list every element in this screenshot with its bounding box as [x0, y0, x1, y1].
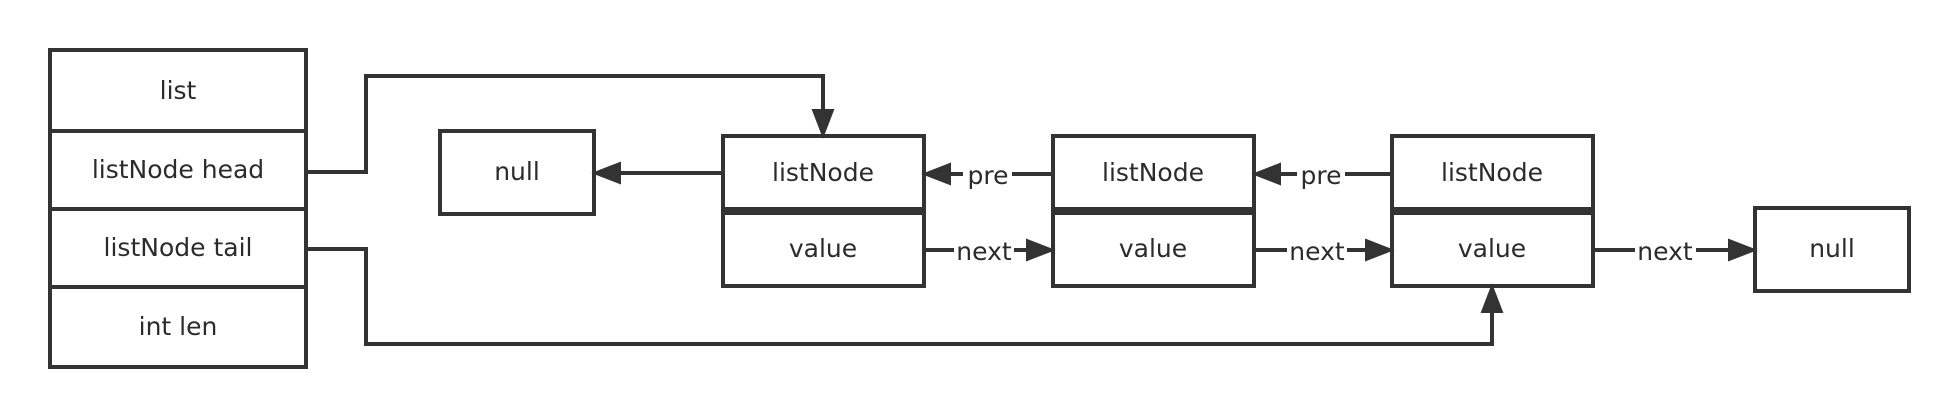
node-3-value: value: [1458, 234, 1526, 263]
pre-edge-1: pre: [921, 161, 1053, 190]
next-edge-3: next: [1593, 237, 1758, 266]
node-3-type: listNode: [1441, 158, 1543, 187]
right-null-box: null: [1753, 206, 1911, 293]
head-arrowhead: [811, 109, 835, 139]
list-len-field: int len: [139, 312, 218, 341]
next-edge-1: next: [924, 237, 1056, 266]
node-1-value: value: [789, 234, 857, 263]
list-title: list: [160, 76, 197, 105]
next-1-arrowhead: [1026, 238, 1056, 262]
pre-2-label: pre: [1301, 161, 1342, 190]
right-null-label: null: [1809, 234, 1855, 263]
left-null-box: null: [438, 129, 596, 216]
node-1-type: listNode: [772, 158, 874, 187]
list-struct: list listNode head listNode tail int len: [48, 48, 308, 369]
pre-1-label: pre: [968, 161, 1009, 190]
list-node-1: listNode value: [721, 134, 926, 288]
right-null-frame: [1753, 206, 1911, 293]
list-node-2: listNode value: [1051, 134, 1256, 288]
node1-to-null-edge: [591, 161, 723, 185]
node1-to-null-arrowhead: [591, 161, 621, 185]
next-1-label: next: [956, 237, 1012, 266]
tail-arrowhead: [1480, 283, 1504, 313]
next-edge-2: next: [1254, 237, 1395, 266]
tail-edge: [306, 247, 1504, 346]
pre-2-arrowhead: [1251, 162, 1281, 186]
pre-edge-2: pre: [1251, 161, 1392, 190]
tail-connector: [306, 247, 1494, 346]
head-connector: [306, 74, 825, 174]
list-tail-field: listNode tail: [104, 233, 253, 262]
left-null-frame: [438, 129, 596, 216]
node-2-value: value: [1119, 234, 1187, 263]
next-3-label: next: [1637, 237, 1693, 266]
next-2-label: next: [1289, 237, 1345, 266]
left-null-label: null: [494, 157, 540, 186]
node-2-type: listNode: [1102, 158, 1204, 187]
pre-1-arrowhead: [921, 162, 951, 186]
next-2-arrowhead: [1365, 238, 1395, 262]
list-node-3: listNode value: [1390, 134, 1595, 288]
head-edge: [306, 74, 835, 174]
next-3-arrowhead: [1728, 238, 1758, 262]
list-head-field: listNode head: [92, 155, 264, 184]
